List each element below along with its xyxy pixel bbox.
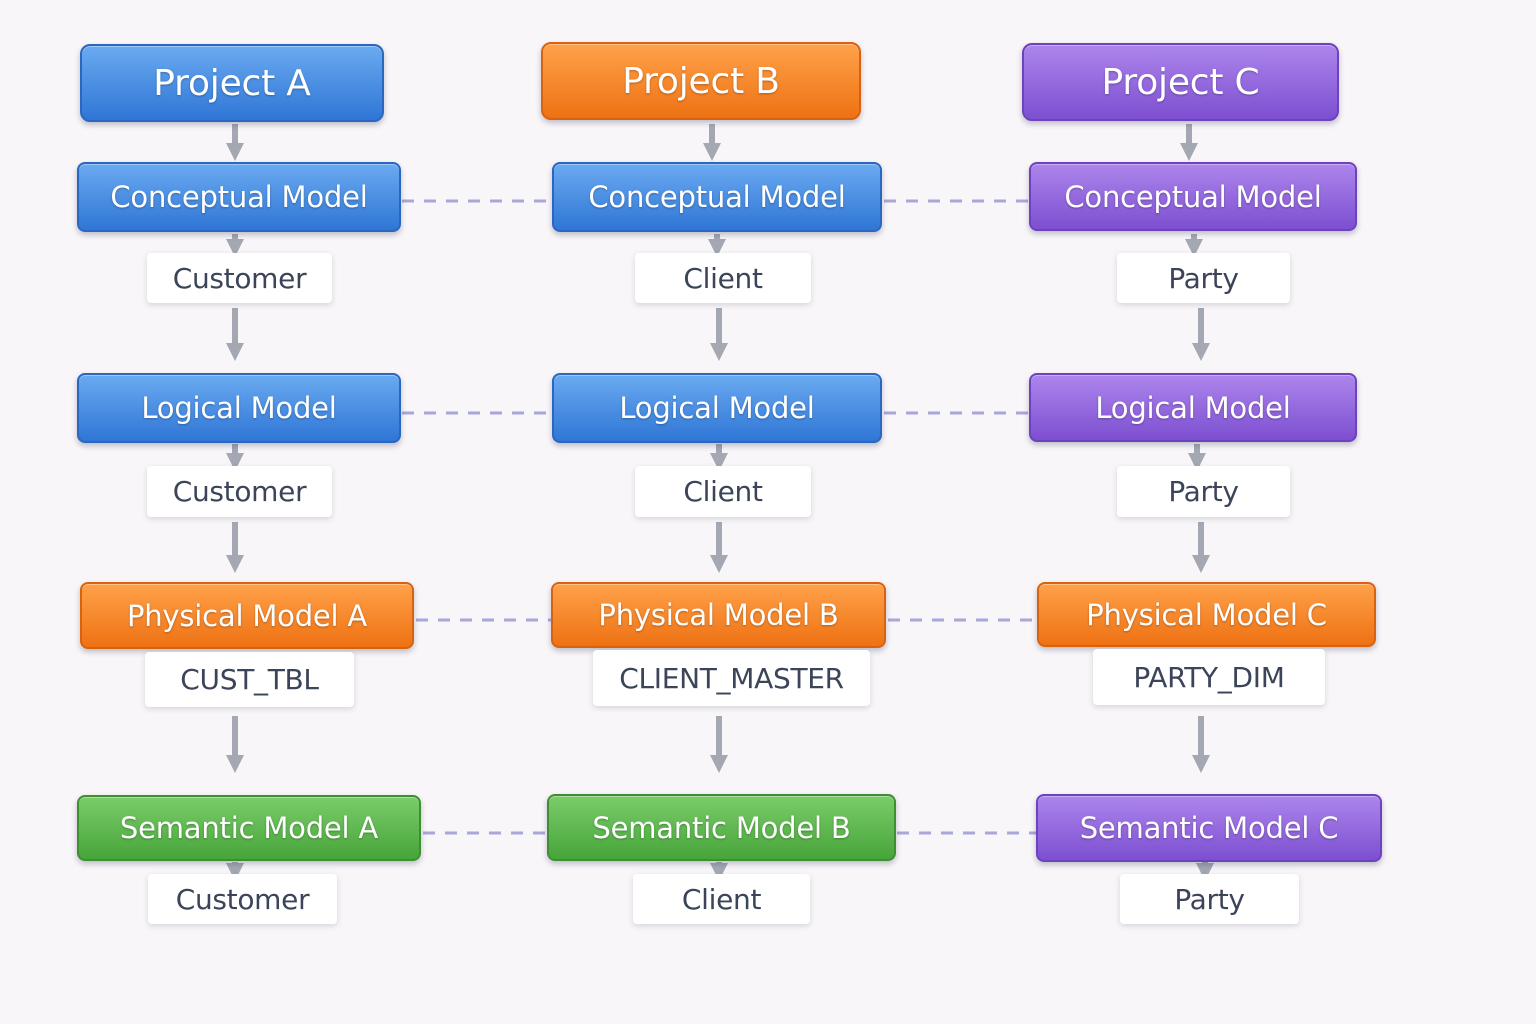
- project-c-semantic-model: Semantic Model C: [1036, 794, 1382, 862]
- project-a-semantic-model: Semantic Model A: [77, 795, 421, 861]
- project-b-physical-entity: CLIENT_MASTER: [593, 650, 870, 706]
- project-a-conceptual-entity: Customer: [147, 253, 332, 303]
- project-c-physical-model: Physical Model C: [1037, 582, 1376, 647]
- project-b-semantic-model: Semantic Model B: [547, 794, 896, 861]
- project-c-logical-entity: Party: [1117, 466, 1290, 517]
- project-c-header: Project C: [1022, 43, 1339, 121]
- project-a-header: Project A: [80, 44, 384, 122]
- project-a-logical-model: Logical Model: [77, 373, 401, 443]
- project-c-semantic-entity: Party: [1120, 874, 1299, 924]
- project-b-logical-entity: Client: [635, 466, 811, 517]
- project-a-logical-entity: Customer: [147, 466, 332, 517]
- project-c-conceptual-entity: Party: [1117, 253, 1290, 303]
- project-a-physical-model: Physical Model A: [80, 582, 414, 649]
- project-c-conceptual-model: Conceptual Model: [1029, 162, 1357, 231]
- project-b-conceptual-entity: Client: [635, 253, 811, 303]
- project-b-logical-model: Logical Model: [552, 373, 882, 443]
- project-c-physical-entity: PARTY_DIM: [1093, 649, 1325, 705]
- project-b-semantic-entity: Client: [633, 874, 810, 924]
- project-a-semantic-entity: Customer: [148, 874, 337, 924]
- project-c-logical-model: Logical Model: [1029, 373, 1357, 442]
- project-a-conceptual-model: Conceptual Model: [77, 162, 401, 232]
- project-b-header: Project B: [541, 42, 861, 120]
- project-b-physical-model: Physical Model B: [551, 582, 886, 648]
- project-a-physical-entity: CUST_TBL: [145, 652, 354, 707]
- project-b-conceptual-model: Conceptual Model: [552, 162, 882, 232]
